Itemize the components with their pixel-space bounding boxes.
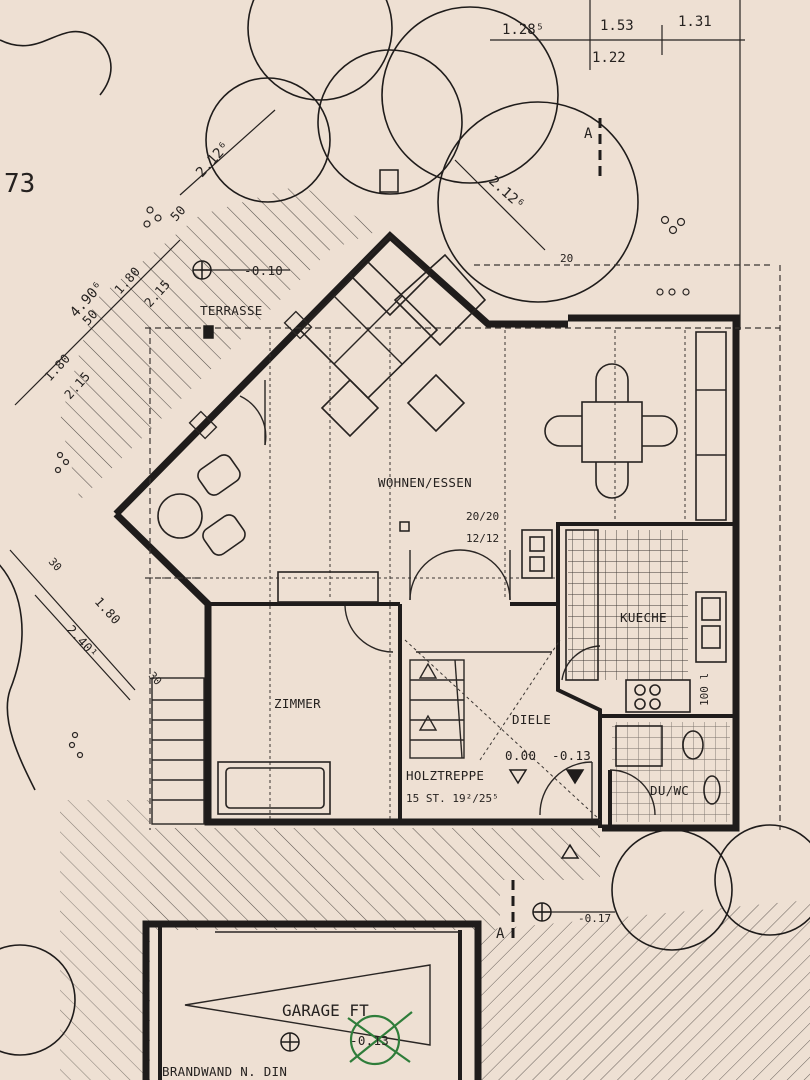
room-label-hall: DIELE [512, 712, 551, 727]
stairs-label: HOLZTREPPE [406, 768, 484, 783]
dimension-lines [9, 0, 745, 913]
bay-window-grid [298, 234, 487, 400]
dim-top-a: 1.28⁵ [502, 22, 544, 38]
dim-low-b: 2.40¹ [64, 622, 101, 661]
roof-lines [145, 264, 781, 830]
dim-top-d: 1.22 [592, 50, 626, 66]
section-markers [511, 118, 602, 940]
lot-number: 73 [4, 169, 35, 199]
staircase [404, 639, 601, 821]
level-hall-step: -0.13 [552, 748, 591, 763]
level-hall-floor: 0.00 [505, 748, 536, 763]
section-marker-a-top: A [584, 126, 593, 142]
interior-walls [208, 522, 736, 828]
dim-left-c: 50 [167, 202, 189, 224]
dim-top-c: 1.31 [678, 14, 712, 30]
firewall-label: BRANDWAND N. DIN [162, 1064, 287, 1079]
room-label-kitchen: KUECHE [620, 610, 667, 625]
room-label-room: ZIMMER [274, 696, 321, 711]
level-terrace: -0.10 [244, 263, 283, 278]
dim-opening-b: 12/12 [466, 532, 499, 545]
dim-low-c: 30 [46, 555, 65, 574]
room-label-bath: DU/WC [650, 783, 689, 798]
room-label-garage: GARAGE FT [282, 1001, 369, 1020]
level-garage-crossed: -0.13 [350, 1033, 389, 1048]
exterior-walls [113, 231, 740, 832]
room-furniture [217, 571, 379, 815]
dim-top-b: 1.53 [600, 18, 634, 34]
room-label-living: WOHNEN/ESSEN [378, 475, 472, 490]
level-symbols [192, 169, 585, 1052]
stairs-spec: 15 ST. 19²/25⁵ [406, 792, 499, 805]
kitchen-fittings [521, 529, 727, 713]
room-label-terrace: TERRASSE [200, 303, 263, 318]
ground-hatching [60, 185, 810, 1080]
fridge-label: 100 l [698, 673, 711, 706]
dining-set [544, 331, 727, 521]
section-marker-a-bottom: A [496, 926, 505, 942]
dim-low-a: 1.80 [92, 594, 124, 627]
bathroom-fittings [612, 722, 730, 822]
dim-low-d: 30 [146, 669, 165, 688]
level-entry: -0.17 [578, 912, 611, 925]
dim-diag-a: 2.12⁶ [485, 173, 527, 213]
dim-diag-c: 20 [560, 252, 573, 265]
outdoor-steps [151, 677, 205, 825]
dim-left-e: 1.80 [41, 351, 73, 384]
garage [142, 920, 482, 1080]
correction-mark [347, 1011, 413, 1066]
dim-diag-b: 2.12⁶ [193, 139, 233, 181]
terrace-furniture [157, 373, 466, 556]
shrub-marks [54, 206, 690, 759]
dim-opening-a: 20/20 [466, 510, 499, 523]
